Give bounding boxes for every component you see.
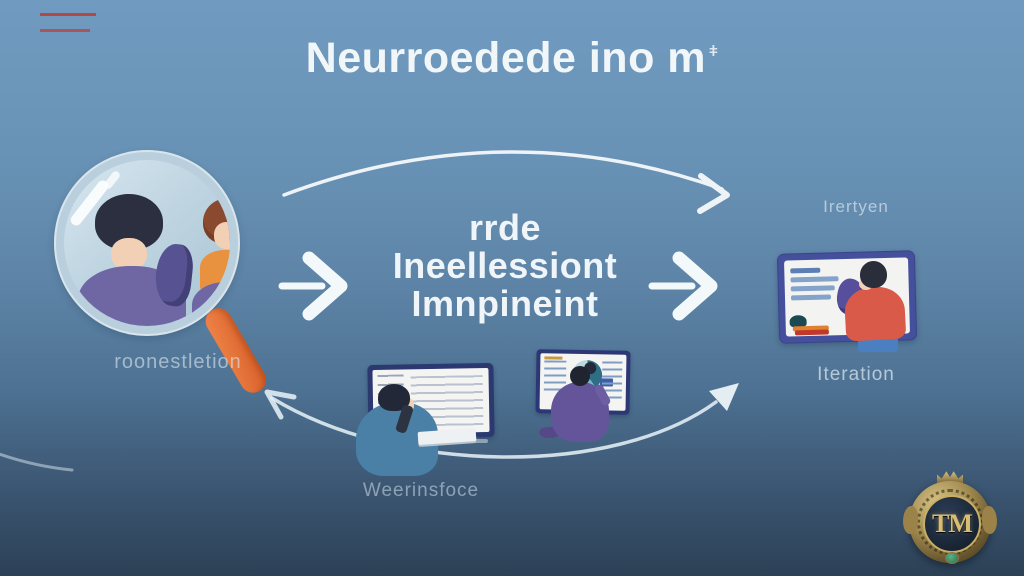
presenter-legs-icon	[858, 337, 898, 352]
child-person-face-icon	[214, 222, 230, 249]
screen-text-bar	[790, 285, 835, 292]
viewer-foot-icon	[539, 427, 559, 438]
magnifier-icon	[54, 150, 240, 336]
center-text-line: rrde	[468, 207, 542, 248]
gem-icon	[945, 552, 959, 564]
screen-text-bar	[790, 267, 821, 274]
bottom-arc-arrow-icon	[0, 389, 718, 472]
center-text-block: rrde Ineellessiont Imnpineint	[348, 209, 662, 323]
lion-right-icon	[982, 506, 997, 534]
lens-glint-icon	[102, 169, 122, 191]
table-red-row	[40, 29, 90, 32]
chevron-right-arrow-icon	[648, 251, 718, 321]
center-text-line: Ineellessiont	[392, 245, 618, 286]
presenter-head-icon	[860, 261, 887, 288]
top-arc-arrow-icon	[282, 150, 730, 214]
page-title-text: Neurroedede ino m	[305, 34, 707, 82]
chevron-right-arrow-icon	[278, 251, 348, 321]
presenter-body-icon	[843, 285, 907, 342]
badge-center-disc: TM	[923, 495, 981, 553]
page-title-mark: ǂ	[709, 43, 719, 60]
screen-text-bar	[790, 294, 832, 301]
magnifier-lens	[64, 160, 230, 326]
workspace-label: Weerinsfoce	[362, 480, 480, 501]
lion-left-icon	[903, 506, 918, 534]
iteration-top-label: Irertyen	[823, 197, 889, 216]
screen-heading-bar	[544, 356, 563, 360]
tm-brand-badge: TM	[903, 471, 997, 564]
adult-person-face-icon	[111, 238, 147, 270]
source-stage-label: roonestletion	[114, 351, 242, 373]
center-text-line: Imnpineint	[411, 283, 599, 324]
screen-text-bar	[790, 276, 839, 283]
book-stack-icon	[794, 329, 829, 336]
bottom-arrowhead-icon	[709, 383, 739, 411]
iteration-bottom-label: Iteration	[817, 364, 895, 385]
table-red-row	[40, 13, 96, 16]
brand-monogram: TM	[932, 509, 973, 538]
viewer-head-icon	[570, 366, 590, 386]
